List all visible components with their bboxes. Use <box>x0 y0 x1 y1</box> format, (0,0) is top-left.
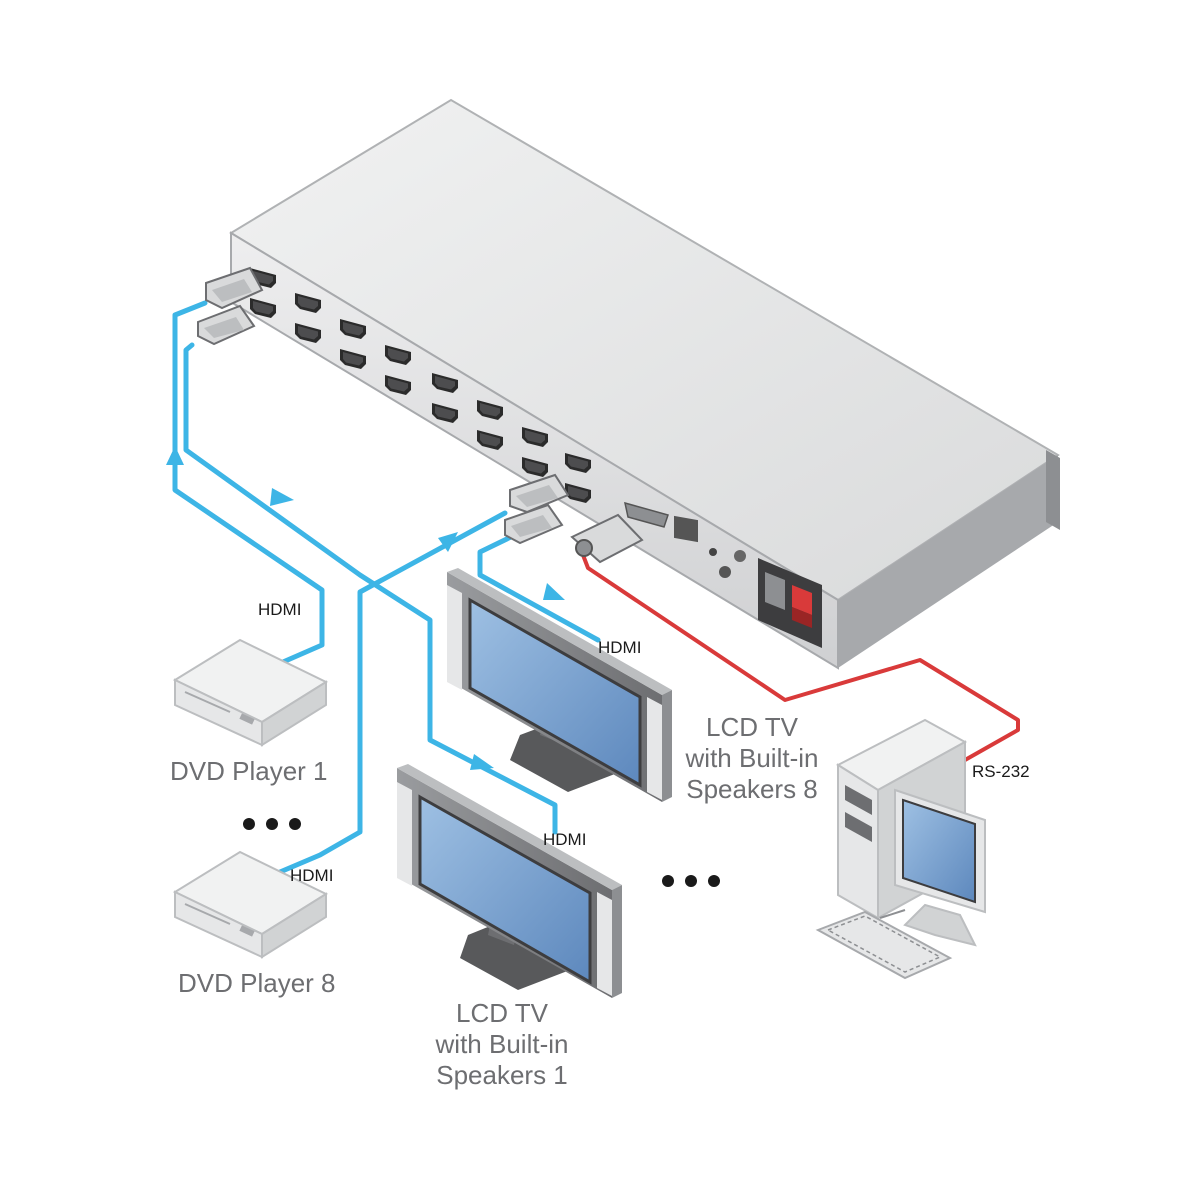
dvd-player-8-label: DVD Player 8 <box>178 968 336 998</box>
program-button <box>719 566 731 578</box>
tv-1-label: LCD TV with Built-in Speakers 1 <box>422 998 582 1091</box>
hdmi-label-dvd8: HDMI <box>290 866 334 885</box>
dvd-player-1-label: DVD Player 1 <box>170 756 328 786</box>
ethernet-port <box>674 515 698 543</box>
ellipsis-icon <box>662 875 720 887</box>
pc-computer-icon <box>815 718 986 980</box>
tv-1-label-line-3: Speakers 1 <box>436 1060 568 1090</box>
power-inlet <box>765 572 785 610</box>
factory-reset-button <box>709 548 717 556</box>
tv-1-label-line-2: with Built-in <box>435 1029 569 1059</box>
hdmi-matrix-switcher-icon <box>229 98 1060 670</box>
hdmi-label-dvd1: HDMI <box>258 600 302 619</box>
hdmi-label-tv8: HDMI <box>598 638 642 657</box>
power-switch <box>792 585 812 615</box>
rs232-cable <box>570 513 1020 762</box>
ellipsis-dot <box>685 875 697 887</box>
dvd-player-8-icon <box>172 850 329 959</box>
signal-arrows <box>166 446 565 770</box>
rs232-port <box>624 501 669 528</box>
ellipsis-dot <box>266 818 278 830</box>
tv-1-label-line-1: LCD TV <box>456 998 548 1028</box>
tv-8-label-line-2: with Built-in <box>685 743 819 773</box>
lcd-tv-1-icon <box>397 764 622 998</box>
tv-8-label: LCD TV with Built-in Speakers 8 <box>672 712 832 805</box>
rs232-label: RS-232 <box>972 762 1030 781</box>
hdmi-cable-tv8 <box>477 532 601 643</box>
ellipsis-dot <box>243 818 255 830</box>
lcd-tv-8-icon <box>447 568 672 802</box>
ellipsis-dot <box>708 875 720 887</box>
hdmi-cable-dvd1 <box>172 300 325 665</box>
hdmi-plugs <box>197 266 570 545</box>
dvd-player-1-icon <box>172 638 329 747</box>
ellipsis-icon <box>243 818 301 830</box>
power-led <box>734 550 746 562</box>
hdmi-cable-dvd8 <box>277 510 508 875</box>
tv-8-label-line-3: Speakers 8 <box>686 774 818 804</box>
hdmi-cable-tv1 <box>183 342 558 835</box>
ellipsis-dot <box>662 875 674 887</box>
hdmi-label-tv1: HDMI <box>543 830 587 849</box>
ellipsis-dot <box>289 818 301 830</box>
hdmi-cables <box>172 300 601 875</box>
tv-8-label-line-1: LCD TV <box>706 712 798 742</box>
